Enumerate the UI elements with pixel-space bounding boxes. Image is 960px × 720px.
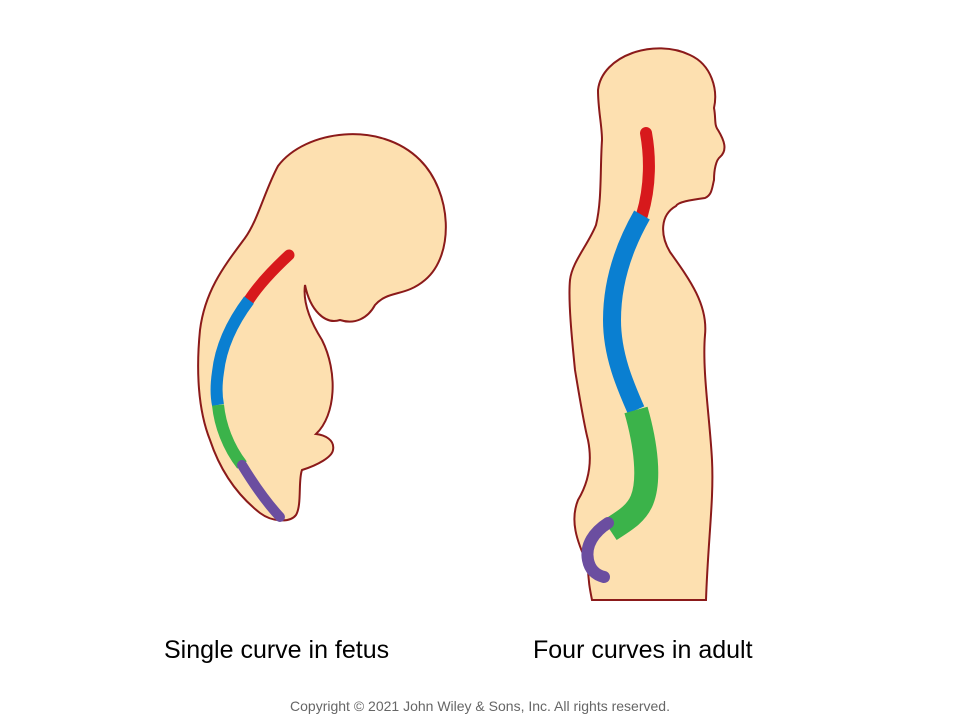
fetus-thoracic-segment <box>210 296 254 407</box>
adult-sacral-segment <box>581 517 614 583</box>
adult-body-outline <box>568 47 726 601</box>
copyright-notice: Copyright © 2021 John Wiley & Sons, Inc.… <box>290 698 670 714</box>
adult-figure <box>568 47 726 601</box>
adult-thoracic-segment <box>602 210 650 414</box>
fetus-cervical-segment <box>243 249 295 306</box>
fetus-lumbar-segment <box>212 404 247 469</box>
adult-caption: Four curves in adult <box>533 636 753 664</box>
adult-cervical-segment <box>636 127 655 221</box>
fetus-figure <box>197 133 447 522</box>
adult-lumbar-segment <box>603 406 659 541</box>
fetus-caption: Single curve in fetus <box>164 636 390 664</box>
fetus-body-outline <box>197 133 447 522</box>
fetus-sacral-segment <box>237 460 285 522</box>
